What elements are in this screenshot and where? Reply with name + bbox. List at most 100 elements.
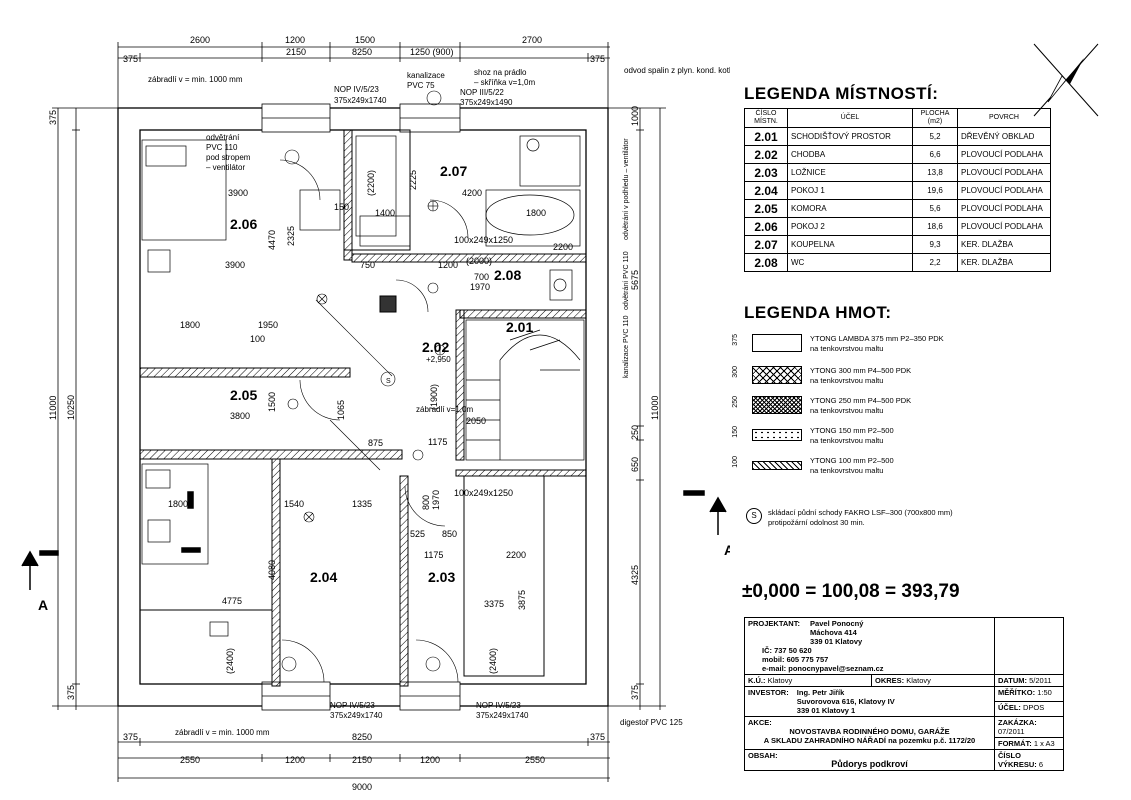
datum-value: 5/2011 [1029,676,1052,685]
room-area: 9,3 [912,235,958,254]
nop-bottom-left: NOP IV/5/23 [330,701,375,710]
investor-name: Ing. Petr Jiřík [796,688,845,697]
material-line1: YTONG 300 mm P4–500 PDK [810,366,912,375]
railing-bottom-label: zábradlí v = min. 1000 mm [175,728,270,737]
format-cell: FORMÁT: 1 x A3 [994,737,1064,750]
ucel-value: DPOS [1023,703,1045,712]
plan-dim-3: 3900 [225,260,245,270]
plan-dim-36: 2325 [286,226,296,246]
plan-dim-37: 150 [334,202,349,212]
dim-top-inner-5: 375 [590,54,605,64]
nop-bottom-right: NOP IV/5/23 [476,701,521,710]
shoz-label: shoz na prádlo [474,68,527,77]
projektant-name: Pavel Ponocný [810,619,864,628]
investor-street: Suvorovova 616, Klatovy IV [796,697,895,706]
akce-label: AKCE: [748,718,772,727]
projektant-city: 339 01 Klatovy [810,637,863,646]
pvc110-left: PVC 110 [206,143,238,152]
ucel-cell: ÚČEL: DPOS [994,701,1064,717]
ic: IČ: 737 50 620 [762,646,812,655]
plan-dim-33: 1175 [428,437,447,447]
material-thickness: 375 [732,334,739,346]
material-swatch-cross [752,366,802,384]
mobil: mobil: 605 775 757 [762,655,829,664]
stairs-symbol-icon: S [746,508,762,524]
plan-dim-27: (2000) [466,256,492,266]
material-thickness: 300 [732,366,739,378]
digestor-label: digestoř PVC 125 [620,718,683,727]
odvod-label: odvod spalin z plyn. kond. kotle [624,66,730,75]
title-block: PROJEKTANT: Pavel Ponocný Máchova 414 33… [744,617,1064,771]
floor-plan: 2600 1200 1500 2700 375 2150 8250 1250 (… [21,35,730,792]
stairs-symbol-plan: S [386,378,391,385]
material-swatch-hatch [752,461,802,470]
dim-right-7: 375 [630,685,640,700]
plan-dim-16: 2200 [506,550,526,560]
akce-line2: A SKLADU ZAHRADNÍHO NÁŘADÍ na pozemku p.… [763,736,976,745]
odvetrani-right: odvětrání v podhledu – ventilátor [623,138,630,240]
projektant-street: Máchova 414 [810,628,857,637]
plan-dim-13: 525 [410,529,425,539]
dim-bottom-inner-2: 8250 [352,732,372,742]
cislo-value: 6 [1038,760,1044,769]
stairs-line1: skládací půdní schody FAKRO LSF–300 (700… [768,508,953,517]
room-area: 5,2 [912,127,958,146]
nop-top-left: NOP IV/5/23 [334,85,379,94]
header-use: ÚČEL [787,108,913,128]
akce-line1: NOVOSTAVBA RODINNÉHO DOMU, GARÁŽE [789,727,950,736]
plan-dim-5: 1950 [258,320,278,330]
material-line2: na tenkovrstvou maltu [810,466,884,475]
zakazka-cell: ZAKÁZKA: 07/2011 [994,716,1064,738]
skrinka-label: – skříňka v=1,0m [474,78,535,87]
material-line1: YTONG LAMBDA 375 mm P2–350 PDK [810,334,944,343]
dim-top-inner-3: 8250 [352,47,372,57]
plan-dim-7: 1500 [267,392,277,412]
pvc75: PVC 75 [407,81,435,90]
room-area: 2,2 [912,253,958,272]
plan-dim-19: 4200 [462,188,482,198]
dim-top-inner-2: 2150 [286,47,306,57]
room-surface: DŘEVĚNÝ OBKLAD [957,127,1051,146]
plan-dim-38: 100 [250,334,265,344]
format-label: FORMÁT: [998,739,1032,748]
room-use: KOUPELNA [787,235,913,254]
room-number: 2.06 [744,217,788,236]
plan-dim-12: 1335 [352,499,372,509]
zakazka-label: ZAKÁZKA: [998,718,1037,727]
section-label-left: A [38,597,48,613]
cislo-label: ČÍSLO VÝKRESU: [998,751,1037,769]
dim-bottom-3: 2150 [352,755,372,765]
obsah-cell: OBSAH: Půdorys podkroví [744,749,995,771]
plan-dim-2: 4470 [267,230,277,250]
room-label-202: 2.02 [422,339,449,355]
room-number: 2.02 [744,145,788,164]
material-thickness: 150 [732,426,739,438]
dim-top-4: 2700 [522,35,542,45]
plan-dim-42: 100x249x1250 [454,488,513,498]
plan-dim-15: 1175 [424,550,443,560]
okres-value: Klatovy [906,676,931,685]
north-arrow-icon [1033,43,1099,117]
room-area: 13,8 [912,163,958,182]
plan-dim-1: 3900 [228,188,248,198]
dim-top-inner-1: 375 [123,54,138,64]
room-label-203: 2.03 [428,569,455,585]
ku-value: Klatovy [767,676,793,685]
dim-right-5: 650 [630,457,640,472]
investor-label: INVESTOR: [748,688,789,697]
room-area: 5,6 [912,199,958,218]
plan-dim-24: (2200) [366,170,376,196]
room-use: POKOJ 2 [787,217,913,236]
room-surface: KER. DLAŽBA [957,235,1051,254]
dim-left-4: 375 [66,685,76,700]
railing-top-label: zábradlí v = min. 1000 mm [148,75,243,84]
material-swatch-dots [752,429,802,441]
room-number: 2.03 [744,163,788,182]
